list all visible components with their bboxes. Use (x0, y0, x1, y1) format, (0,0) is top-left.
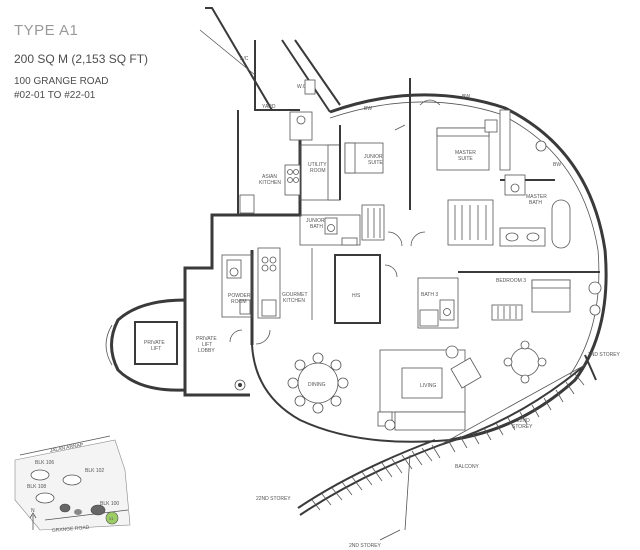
master-bath (499, 174, 571, 249)
key-road-top: JALAN ARNAP (49, 442, 84, 454)
room-dining-label: DINING (308, 382, 326, 388)
north-arrow-icon (29, 512, 37, 530)
room-living-label: LIVING (420, 383, 437, 389)
unit-range: #02-01 TO #22-01 (14, 90, 96, 101)
plants (234, 140, 601, 431)
wardrobe (361, 199, 494, 246)
storey-2-bottom-label: 2ND STOREY (349, 543, 382, 549)
storey-2-leader (379, 529, 401, 541)
key-plan (14, 435, 131, 531)
master-suite (419, 99, 511, 171)
room-bedroom3-label: BEDROOM 3 (496, 278, 526, 284)
wc-fixtures (289, 79, 316, 141)
room-bw3-label: BW (553, 162, 561, 168)
room-hs-label: H/S (352, 293, 361, 299)
powder-room (221, 254, 253, 318)
room-bath3-label: BATH 3 (421, 292, 438, 298)
room-bw1-label: BW (364, 106, 372, 112)
balcony-table (503, 340, 547, 384)
unit-marker-icon (105, 511, 119, 525)
gourmet-kitchen (257, 247, 313, 320)
private-lift (105, 298, 187, 392)
door-swings (229, 231, 426, 345)
key-blk-102: BLK 102 (85, 468, 104, 474)
key-blk-100: BLK 100 (100, 501, 119, 507)
unit-address: 100 GRANGE ROAD (14, 76, 109, 87)
room-bw2-label: BW (462, 94, 470, 100)
storey-2-right-label: 2ND STOREY (588, 352, 621, 358)
unit-type-title: TYPE A1 (14, 22, 79, 39)
living-set (377, 345, 482, 431)
key-north-label: N (31, 508, 35, 514)
key-unit-marker: 01 (109, 516, 114, 521)
key-blk-108: BLK 108 (27, 484, 46, 490)
storey-22-bottom-label: 22ND STOREY (256, 496, 291, 502)
key-road-bottom: GRANGE ROAD (52, 525, 90, 534)
room-ac-label: A/C (240, 56, 249, 62)
key-blk-106: BLK 106 (35, 460, 54, 466)
room-balcony-label: BALCONY (455, 464, 480, 470)
junior-bath (299, 214, 361, 246)
bath3 (417, 277, 459, 329)
building-envelope (183, 7, 608, 443)
bedroom3 (458, 271, 602, 321)
balcony-ledge (297, 354, 597, 531)
junior-suite (339, 124, 406, 200)
household-shelter (334, 254, 381, 324)
dining-set (287, 352, 349, 414)
room-wc-label: W.C. (297, 84, 308, 90)
asian-kitchen (239, 164, 301, 214)
unit-area: 200 SQ M (2,153 SQ FT) (14, 52, 149, 66)
room-yard-label: YARD (262, 104, 276, 110)
